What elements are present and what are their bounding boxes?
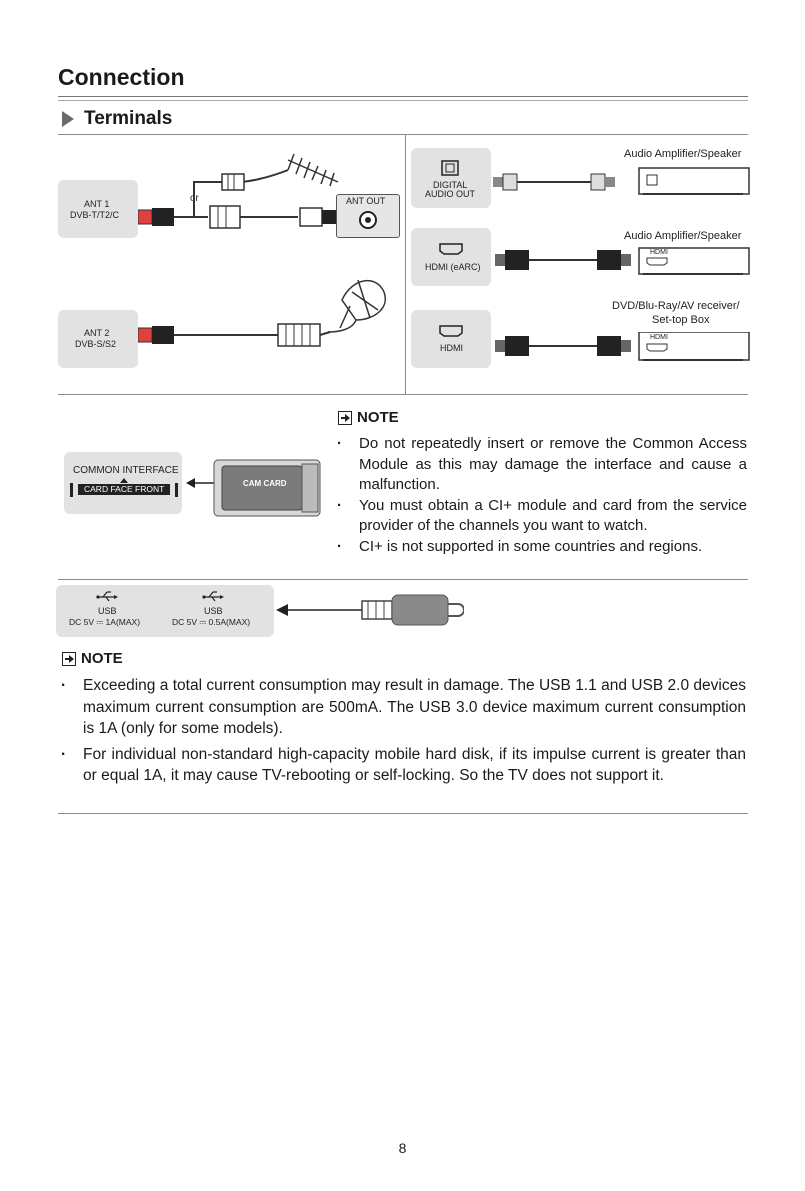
section-heading-text: Terminals — [84, 108, 173, 129]
figure-bottom-rule — [58, 394, 748, 395]
note-icon — [62, 651, 76, 666]
usb-icon — [202, 591, 224, 602]
note-heading-ci: NOTE — [338, 409, 399, 426]
ant2-label: ANT 2 — [84, 328, 110, 338]
ant1-port-panel — [58, 180, 138, 238]
triangle-bullet-icon — [62, 111, 74, 127]
section-heading-terminals: Terminals — [62, 108, 172, 130]
usb1-spec: DC 5V ⎓ 1A(MAX) — [69, 617, 141, 627]
note-heading-usb: NOTE — [62, 650, 123, 667]
card-face-front-label: CARD FACE FRONT — [84, 484, 165, 494]
ant1-label: ANT 1 — [84, 199, 110, 209]
cam-card-label: CAM CARD — [243, 479, 287, 488]
usb2-spec: DC 5V ⎓ 0.5A(MAX) — [172, 617, 251, 627]
digital-audio-port-panel — [411, 148, 491, 208]
note-item: CI+ is not supported in some countries a… — [335, 537, 747, 558]
hdmi-earc-cable-diagram — [495, 247, 750, 275]
satellite-dish-icon — [327, 279, 387, 333]
hdmi-earc-port-icon — [439, 243, 463, 255]
usb-section-rule — [58, 813, 748, 814]
note-item: You must obtain a CI+ module and card fr… — [335, 496, 747, 537]
usb-ports-panel — [56, 585, 274, 637]
satellite-cable-diagram — [138, 279, 387, 347]
optical-cable-diagram — [493, 167, 750, 195]
note-heading-text: NOTE — [357, 409, 399, 426]
usb2-label: USB — [204, 606, 223, 616]
title-rule-secondary — [58, 100, 748, 101]
ant1-standard-label: DVB-T/T2/C — [70, 210, 120, 220]
antenna-cable-diagram — [138, 153, 339, 229]
note-item: Do not repeatedly insert or remove the C… — [335, 434, 747, 496]
hdmi-port-icon — [439, 325, 463, 337]
usb-icon — [96, 591, 118, 602]
dvd-hdmi-label: HDMI — [650, 334, 668, 341]
hdmi-port-panel — [411, 310, 491, 368]
optical-port-icon — [441, 160, 459, 176]
figure-top-rule — [58, 134, 748, 135]
note-item: For individual non-standard high-capacit… — [59, 744, 746, 787]
usb-drive-image — [361, 594, 464, 626]
audio-amplifier-label-2: Audio Amplifier/Speaker — [624, 230, 742, 242]
title-rule — [58, 96, 748, 97]
hdmi-earc-label: HDMI (eARC) — [425, 262, 481, 272]
amp-hdmi-label: HDMI — [650, 249, 668, 256]
ant-out-socket-icon — [359, 211, 377, 229]
hdmi-cable-diagram — [495, 332, 750, 361]
page-number: 8 — [398, 1140, 407, 1156]
terrestrial-antenna-icon — [287, 153, 339, 187]
note-item: Exceeding a total current consumption ma… — [59, 675, 746, 740]
usb-insert-arrow-icon — [276, 604, 362, 616]
insert-arrow-icon — [186, 478, 214, 488]
hdmi-earc-port-panel — [411, 228, 491, 286]
ci-section-rule — [58, 579, 748, 580]
dvd-receiver-label: DVD/Blu-Ray/AV receiver/ — [612, 300, 740, 312]
hdmi-label: HDMI — [440, 343, 463, 353]
usb1-label: USB — [98, 606, 117, 616]
common-interface-label: COMMON INTERFACE — [73, 465, 179, 476]
figure-divider — [405, 134, 406, 394]
page-title: Connection — [58, 64, 185, 90]
ant2-port-panel — [58, 310, 138, 368]
audio-amplifier-label-1: Audio Amplifier/Speaker — [624, 148, 742, 160]
note-heading-text: NOTE — [81, 650, 123, 667]
ant-out-label: ANT OUT — [346, 196, 386, 206]
ant2-standard-label: DVB-S/S2 — [75, 339, 117, 349]
ci-slot-icon — [70, 478, 178, 497]
usb-note-list: Exceeding a total current consumption ma… — [59, 675, 746, 787]
note-icon — [338, 410, 352, 425]
set-top-box-label: Set-top Box — [652, 314, 710, 326]
audio-out-label: AUDIO OUT — [425, 189, 476, 199]
ci-note-list: Do not repeatedly insert or remove the C… — [335, 434, 747, 557]
cam-card-image — [213, 459, 321, 517]
digital-label: DIGITAL — [433, 180, 468, 190]
